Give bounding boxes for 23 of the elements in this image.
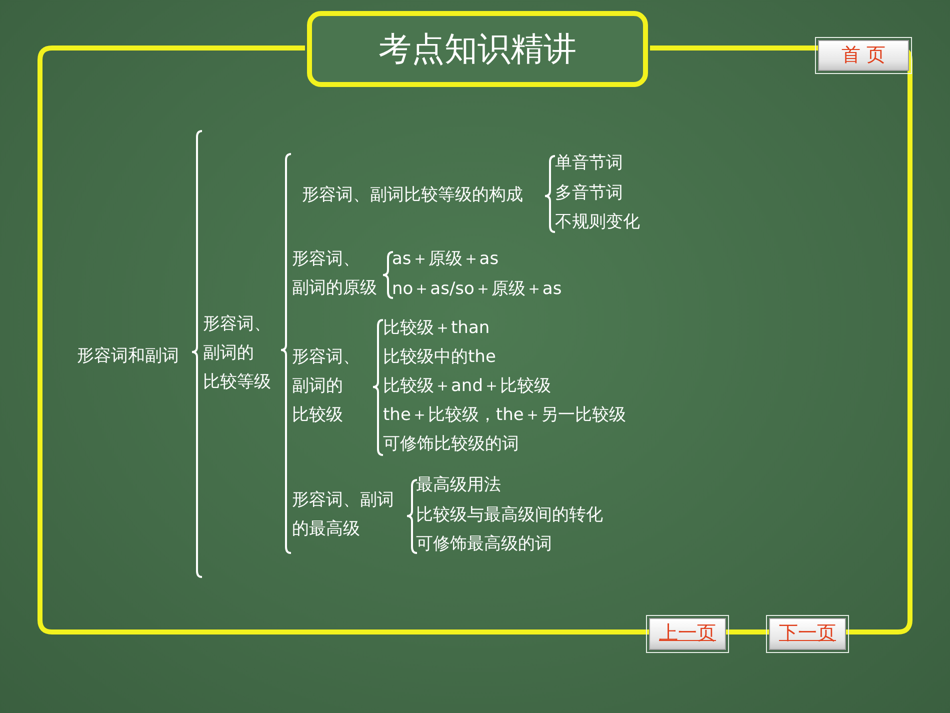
topic-text: 形容词、副词的最高级 bbox=[292, 486, 394, 544]
topic-text: 比较级中的the bbox=[383, 343, 496, 372]
topic-text: 比较级与最高级间的转化 bbox=[416, 501, 603, 530]
topic-text: as＋原级＋as bbox=[392, 245, 499, 274]
topic-text: 形容词、副词比较等级的构成 bbox=[302, 181, 523, 210]
nav-button: 下一页 bbox=[769, 618, 846, 650]
topic-text: 比较级＋than bbox=[383, 314, 490, 343]
topic-text: 不规则变化 bbox=[555, 208, 640, 237]
topic-text: 形容词、副词的比较级 bbox=[292, 343, 360, 430]
topic-text: 单音节词 bbox=[555, 149, 623, 178]
topic-text: 形容词、副词的比较等级 bbox=[203, 310, 271, 397]
title-banner: 考点知识精讲 bbox=[307, 11, 648, 87]
topic-text: 可修饰最高级的词 bbox=[416, 530, 552, 559]
topic-text: 可修饰比较级的词 bbox=[383, 430, 519, 459]
topic-text: 比较级＋and＋比较级 bbox=[383, 372, 551, 401]
nav-button: 上一页 bbox=[649, 618, 726, 650]
topic-text: the＋比较级，the＋另一比较级 bbox=[383, 401, 626, 430]
topic-text: no＋as/so＋原级＋as bbox=[392, 275, 562, 304]
nav-button: 首 页 bbox=[818, 40, 909, 71]
topic-text: 形容词、副词的原级 bbox=[292, 245, 377, 303]
topic-text: 多音节词 bbox=[555, 179, 623, 208]
topic-text: 最高级用法 bbox=[416, 471, 501, 500]
topic-text: 形容词和副词 bbox=[77, 342, 179, 371]
